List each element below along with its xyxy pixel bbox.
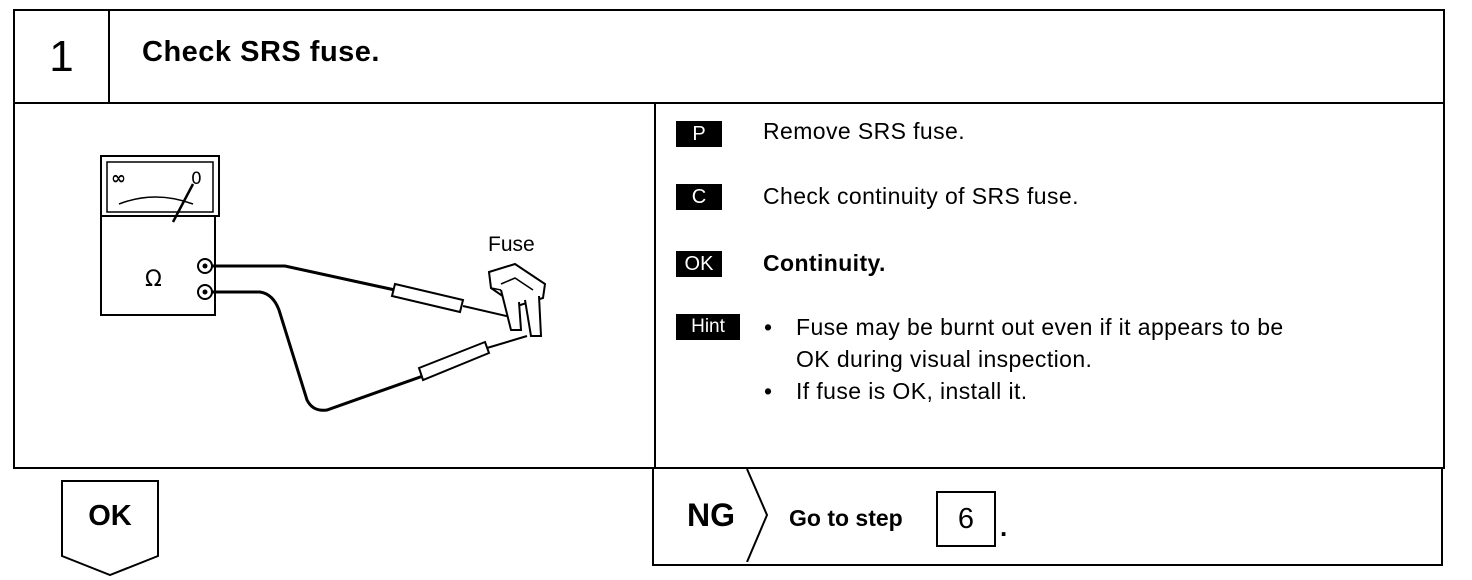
column-divider	[654, 102, 656, 467]
goto-step-number[interactable]: 6	[936, 491, 996, 547]
ng-result-label: NG	[687, 497, 735, 533]
step-number-divider	[108, 9, 110, 104]
ok-result-label: OK	[88, 500, 132, 532]
hint-bullet-icon: •	[764, 314, 773, 340]
hint-item-2: If fuse is OK, install it.	[796, 378, 1028, 404]
prepare-instruction: Remove SRS fuse.	[763, 118, 965, 144]
ok-tag: OK	[676, 251, 722, 277]
goto-step-text: Go to step	[789, 505, 903, 531]
check-instruction: Check continuity of SRS fuse.	[763, 183, 1079, 209]
blade-fuse	[487, 262, 547, 337]
hint-item-1-line-2: OK during visual inspection.	[796, 346, 1093, 372]
meter-infinity-label: ∞	[111, 168, 126, 189]
meter-zero-label: 0	[191, 169, 202, 189]
hint-tag: Hint	[676, 314, 740, 340]
ohm-symbol: Ω	[145, 267, 162, 292]
step-title: Check SRS fuse.	[142, 36, 380, 68]
step-number: 1	[49, 31, 74, 81]
header-divider	[13, 102, 1443, 104]
test-leads	[212, 264, 528, 412]
ohmmeter: ∞ 0 Ω	[100, 155, 220, 316]
hint-item-1-line-1: Fuse may be burnt out even if it appears…	[796, 314, 1284, 340]
ok-arrow-icon	[61, 480, 159, 576]
check-tag: C	[676, 184, 722, 210]
ng-chevron-icon	[746, 469, 769, 562]
hint-bullet-icon: •	[764, 378, 773, 404]
ohmmeter-fuse-illustration: ∞ 0 Ω	[100, 155, 547, 412]
ok-criteria: Continuity.	[763, 250, 886, 276]
fuse-label: Fuse	[488, 233, 535, 256]
goto-period: .	[1000, 512, 1008, 542]
prepare-tag: P	[676, 121, 722, 147]
ng-result-box	[652, 467, 1443, 566]
